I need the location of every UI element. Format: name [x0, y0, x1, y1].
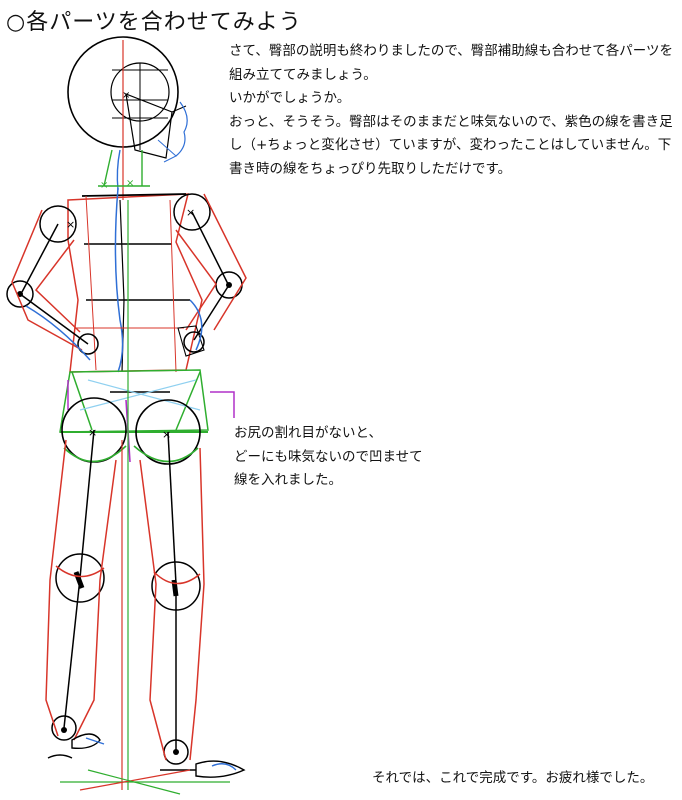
neck-guide: × × — [98, 149, 150, 191]
ground-guides — [60, 200, 230, 795]
svg-text:×: × — [126, 178, 134, 189]
page-title: ○各パーツを合わせてみよう — [6, 10, 302, 35]
svg-text:×: × — [122, 90, 130, 101]
intro-paragraph: おっと、そうそう。臀部はそのままだと味気ないので、紫色の線を書き足し（+ちょっと… — [229, 113, 673, 177]
annotation-line: お尻の割れ目がないと、 — [234, 425, 382, 441]
right-arm-guide: × — [173, 193, 247, 357]
svg-text:×: × — [88, 426, 97, 439]
intro-paragraph: いかがでしょうか。 — [229, 90, 351, 106]
svg-text:×: × — [186, 206, 195, 219]
head-guide: × — [67, 36, 188, 200]
legs-guide — [45, 429, 205, 765]
intro-paragraph: さて、臀部の説明も終わりましたので、臀部補助線も合わせて各パーツを組み立ててみま… — [229, 43, 674, 83]
pelvis-guide — [59, 369, 235, 433]
intro-text: さて、臀部の説明も終わりましたので、臀部補助線も合わせて各パーツを組み立ててみま… — [229, 40, 679, 181]
closing-text: それでは、これで完成です。お疲れ様でした。 — [372, 770, 654, 786]
left-arm-guide: × — [6, 205, 99, 361]
feet-guide — [47, 733, 246, 778]
annotation-line: どーにも味気ないので凹ませて — [234, 448, 423, 465]
annotation-line: 線を入れました。 — [234, 472, 342, 488]
buttock-annotation: お尻の割れ目がないと、 どーにも味気ないので凹ませて 線を入れました。 — [234, 422, 494, 493]
svg-text:×: × — [66, 218, 75, 231]
torso-guide — [67, 187, 203, 373]
svg-text:×: × — [162, 428, 171, 441]
